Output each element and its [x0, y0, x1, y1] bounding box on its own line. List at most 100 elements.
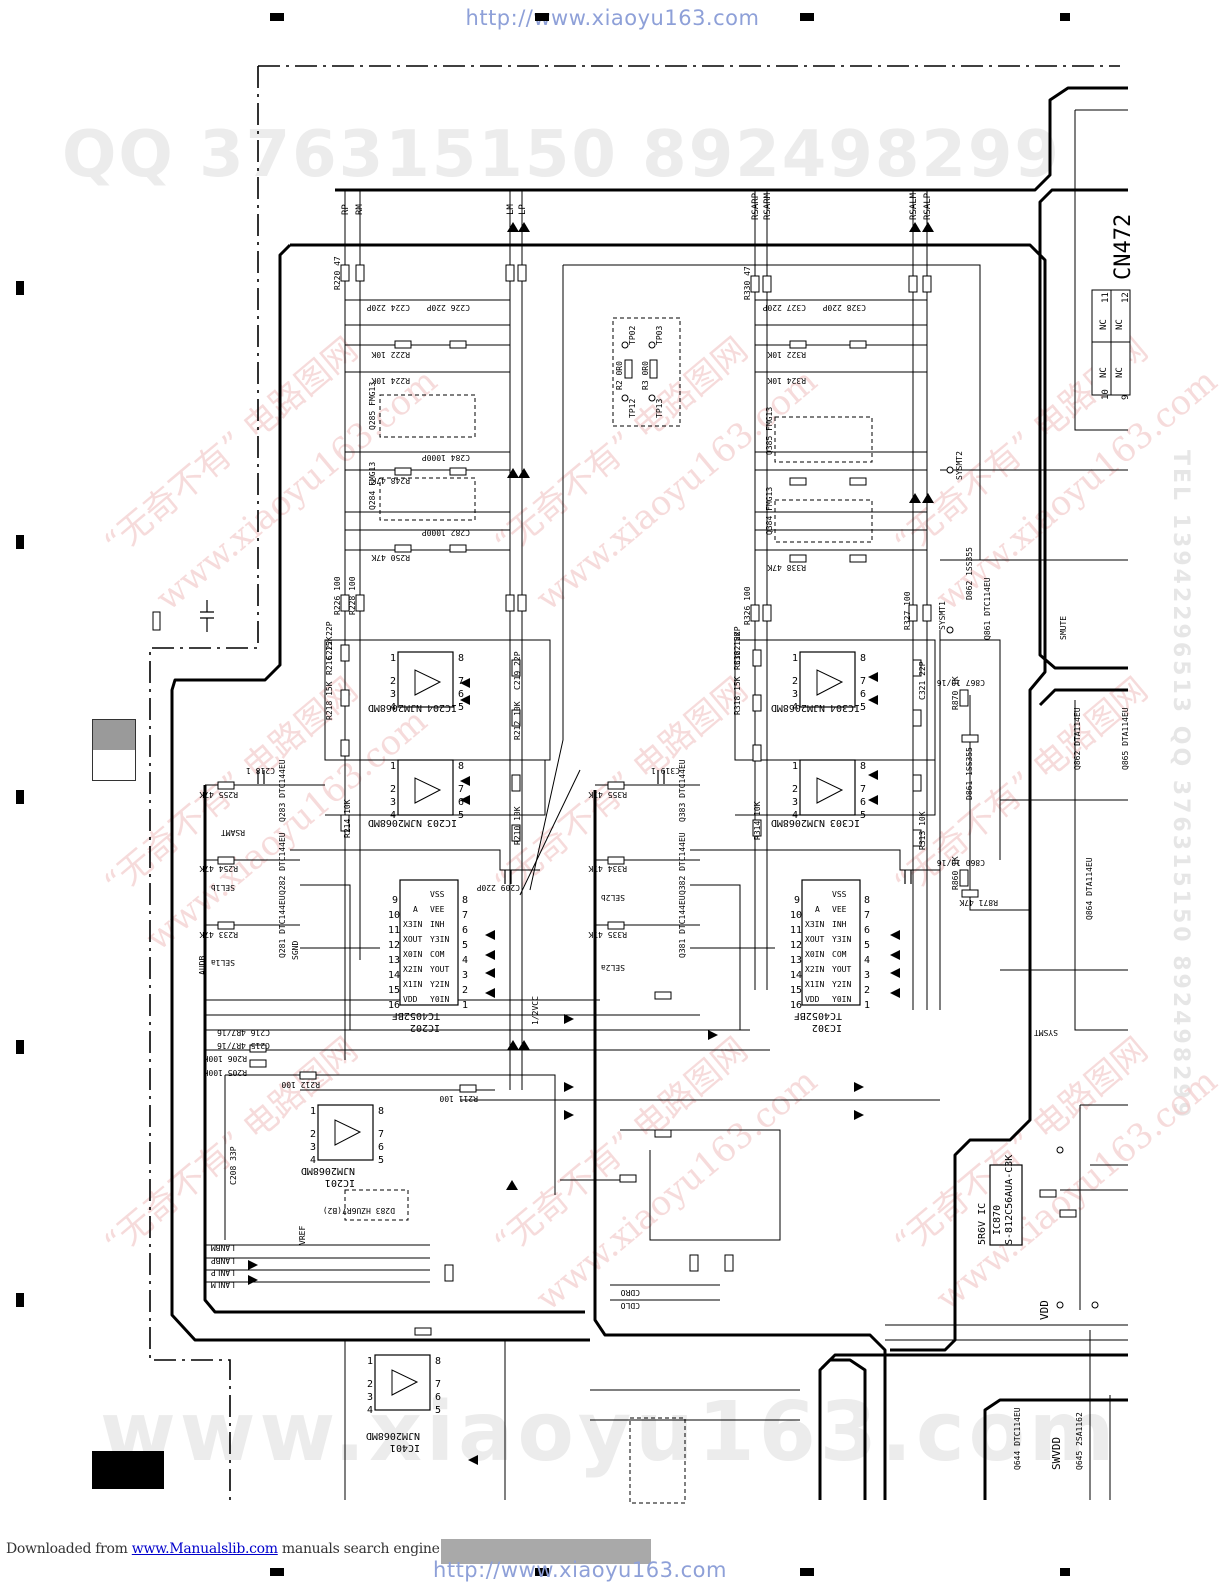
- page-index-box: [92, 719, 136, 781]
- opamp-pin: 2: [792, 784, 798, 795]
- ic-part: S-812C56AUA-C3K: [1004, 1155, 1015, 1245]
- net-label: 1/2VCC: [531, 996, 540, 1025]
- opamp-pin: 5: [458, 702, 464, 713]
- net-label: RSARP: [751, 192, 761, 220]
- opamp-pin: 3: [390, 797, 396, 808]
- registration-mark: [270, 13, 284, 21]
- part-label: R334 47K: [588, 864, 627, 873]
- ic302-pin: 4: [864, 955, 870, 966]
- part-label: D283 HZU6R7(B2): [323, 1206, 395, 1215]
- testpoint-label: TP03: [655, 326, 664, 345]
- opamp-pin: 6: [378, 1142, 384, 1153]
- ic202-pin-name: INH: [430, 920, 445, 929]
- opamp-pin: 6: [458, 689, 464, 700]
- net-label: LANLP: [211, 1268, 235, 1277]
- opamp-pin: 4: [792, 810, 798, 821]
- ic202-pin-name: VSS: [430, 890, 445, 899]
- ic202-pin-name: VDD: [403, 995, 418, 1004]
- ic302-pin-name: Y3IN: [832, 935, 851, 944]
- ic302-pin: 12: [790, 940, 802, 951]
- opamp-pin: 4: [390, 810, 396, 821]
- opamp-pin: 5: [435, 1405, 441, 1416]
- connector-cn472: CN472 NC NC NC NC 12 11 10 9: [1091, 214, 1136, 400]
- ic302-pin: 8: [864, 895, 870, 906]
- part-label: R250 47K: [371, 553, 410, 562]
- footer-bar: [441, 1539, 651, 1564]
- part-label: R228 100: [348, 576, 357, 615]
- connector-nc: NC: [1115, 367, 1125, 378]
- header-url[interactable]: http://www.xiaoyu163.com: [465, 6, 760, 30]
- net-label: CDRO: [621, 1288, 640, 1297]
- opamp-pin: 7: [458, 784, 464, 795]
- ic302-pin: 3: [864, 970, 870, 981]
- opamp-pin: 5: [378, 1155, 384, 1166]
- registration-mark: [535, 1568, 549, 1576]
- ic302-pin-name: COM: [832, 950, 847, 959]
- ic202-pin: 8: [462, 895, 468, 906]
- ic202-pin-name: X3IN: [403, 920, 422, 929]
- part-label: R211 100: [439, 1094, 478, 1103]
- page-label-block: [92, 1451, 164, 1489]
- net-label: RSAMT: [221, 828, 245, 837]
- ic302-pin-name: VSS: [832, 890, 847, 899]
- part-label: D861 1SS355: [965, 747, 974, 800]
- part-label: C222 22P: [325, 621, 334, 660]
- ic202-pin-name: Y2IN: [430, 980, 449, 989]
- part-label: C860 10/16: [937, 858, 985, 867]
- ic302-pin-name: VEE: [832, 905, 847, 914]
- part-label: C327 220P: [762, 303, 806, 312]
- ic202-ctrl: A: [413, 905, 418, 914]
- connector-pin: 12: [1121, 292, 1131, 303]
- registration-mark: [270, 1568, 284, 1576]
- footer-url[interactable]: http://www.xiaoyu163.com: [433, 1558, 727, 1582]
- part-label: Q862 DTA114EU: [1073, 707, 1082, 770]
- opamp-pin: 2: [367, 1379, 373, 1390]
- registration-mark: [16, 535, 24, 549]
- opamp-pin: 8: [378, 1106, 384, 1117]
- ic-label: IC202: [410, 1022, 440, 1033]
- ic302-pin: 6: [864, 925, 870, 936]
- part-label: C322 22P: [733, 626, 742, 665]
- part-label: R860 1K: [951, 856, 960, 890]
- part-label: R218 15K: [325, 681, 334, 720]
- download-prefix: Downloaded from: [6, 1541, 132, 1557]
- ic-label: IC303: [830, 817, 860, 828]
- part-label: R216 15K: [325, 636, 334, 675]
- opamp-pin: 1: [310, 1106, 316, 1117]
- part-label: Q382 DTC144EU: [678, 832, 687, 895]
- part-label: C208 33P: [229, 1146, 238, 1185]
- part-label: D862 1SS355: [965, 547, 974, 600]
- registration-mark: [16, 281, 24, 295]
- part-label: R206 100K: [203, 1054, 247, 1063]
- opamp-pin: 5: [860, 702, 866, 713]
- ic202-pin-name: X2IN: [403, 965, 422, 974]
- ic202-pin: 14: [388, 970, 400, 981]
- opamp-pin: 4: [310, 1155, 316, 1166]
- part-label: R255 47K: [199, 790, 238, 799]
- part-label: C209 220P: [476, 883, 520, 892]
- ic-label: IC870: [992, 1205, 1003, 1235]
- part-label: R318 15K: [733, 676, 742, 715]
- opamp-pin: 4: [390, 702, 396, 713]
- qq-watermark: QQ 376315150 892498299: [62, 118, 1061, 192]
- net-label: CDLO: [621, 1301, 640, 1310]
- ic302-pin: 14: [790, 970, 802, 981]
- ic-part: NJM2068MD: [368, 817, 422, 828]
- part-label: C284 1000P: [422, 453, 470, 462]
- net-label: LP: [518, 204, 528, 215]
- part-label: Q864 DTA114EU: [1085, 857, 1094, 920]
- part-label: Q865 DTA114EU: [1121, 707, 1130, 770]
- opamp-pin: 8: [435, 1356, 441, 1367]
- connector-pin: 11: [1101, 292, 1111, 303]
- opamp-pin: 1: [367, 1356, 373, 1367]
- net-label: LM: [506, 204, 516, 215]
- ic202-pin: 15: [388, 985, 400, 996]
- part-label: Q282 DTC144EU: [278, 832, 287, 895]
- manualslib-link[interactable]: www.Manualslib.com: [131, 1541, 278, 1557]
- testpoint-label: TP13: [655, 399, 664, 418]
- net-label: SEL1a: [211, 958, 235, 967]
- ic-label: IC201: [325, 1177, 355, 1188]
- net-label: RP: [341, 204, 351, 215]
- net-label: VREF: [298, 1226, 307, 1245]
- part-label: R871 47K: [959, 898, 998, 907]
